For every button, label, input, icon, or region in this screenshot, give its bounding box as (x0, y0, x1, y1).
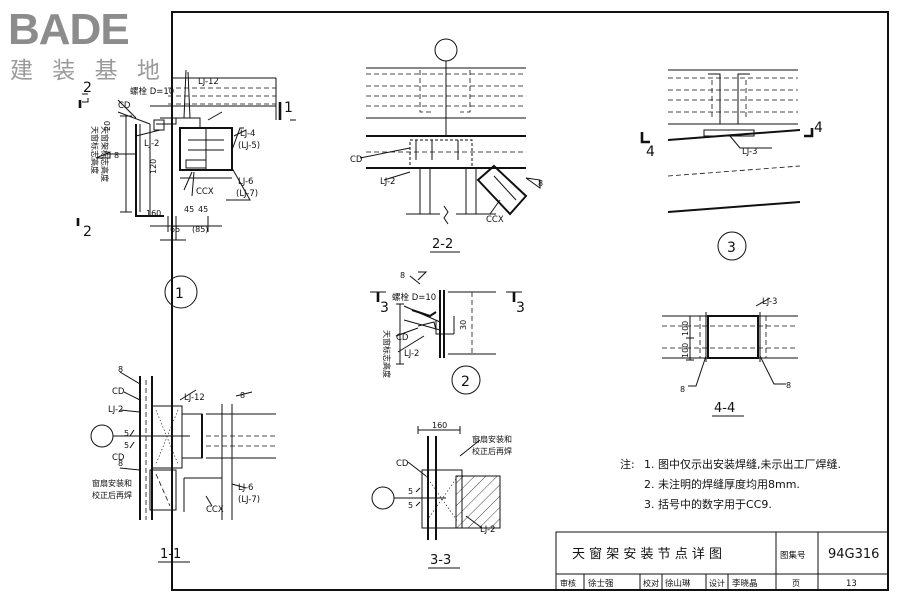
dim-45-a: 45 (184, 205, 194, 214)
design-label: 设计 (709, 578, 725, 588)
check-label: 校对 (643, 578, 659, 588)
lj7-label: (LJ-7) (236, 189, 258, 199)
sheet-border (171, 11, 889, 591)
weld-size-b: 8 (786, 381, 791, 390)
cut-mark-2-bottom: 2 (83, 224, 92, 240)
detail-3-3: 160 CD 5 5 窗扇安装和 校正后再焊 LJ-2 3-3 (371, 421, 512, 569)
dim-120: 120 (149, 159, 158, 174)
lj3-label: LJ-3 (742, 147, 757, 157)
detail-2-2: CD LJ-2 8 CCX 2-2 (350, 38, 543, 253)
cd-label: CD (118, 101, 131, 111)
check-signature: 徐山琳 (665, 578, 691, 589)
page-number: 13 (846, 579, 857, 589)
lj5-label: (LJ-5) (238, 141, 260, 151)
dim-30: 30 (459, 320, 468, 330)
brand-watermark: BADE 建 装 基 地 (8, 5, 166, 84)
field-note-line-1: 窗扇安装和 (472, 434, 512, 444)
dim-65: 65 (170, 225, 180, 234)
section-caption-3-3: 3-3 (430, 553, 451, 568)
field-note-line-1: 窗扇安装和 (92, 478, 132, 488)
lj2-label: LJ-2 (380, 177, 395, 187)
cut-mark-1: 1 (284, 100, 293, 116)
weld-size: 8 (538, 179, 543, 188)
ccx-label: CCX (486, 215, 504, 225)
dim-5-b: 5 (124, 441, 129, 450)
dim-100-b: 100 (681, 343, 690, 358)
dim-5-b: 5 (408, 501, 413, 510)
lj2-label: LJ-2 (404, 349, 419, 359)
vertical-note-1: 天窗架标志高度 (100, 126, 110, 182)
cut-mark-3-right: 3 (516, 300, 525, 316)
dim-5-a: 5 (408, 487, 413, 496)
cd-label-2: CD (112, 453, 125, 463)
general-notes: 注: 1. 图中仅示出安装焊缝,未示出工厂焊缝. 2. 未注明的焊缝厚度均用8m… (620, 457, 841, 511)
cut-mark-2-top: 2 (83, 80, 92, 96)
brand-subtitle: 建 装 基 地 (10, 58, 166, 84)
atlas-label: 图集号 (780, 550, 806, 561)
cd-label: CD (396, 459, 409, 469)
cut-mark-3-left: 3 (380, 300, 389, 316)
weld-size-a: 8 (118, 365, 123, 374)
title-block: 天 窗 架 安 装 节 点 详 图 图集号 94G316 审核 徐士强 校对 徐… (555, 531, 889, 591)
detail-1-1: 8 CD LJ-2 LJ-12 8 5 5 8 CD 窗扇安装和 校正后再焊 L… (90, 365, 276, 563)
section-caption-2-2: 2-2 (432, 237, 453, 252)
weld-size-b: 8 (240, 391, 245, 400)
detail-circle-2: 2 (461, 374, 470, 390)
bolt-label: 螺栓 D=10 (392, 292, 436, 303)
atlas-number: 94G316 (828, 547, 879, 562)
design-signature: 李晓晶 (732, 578, 758, 589)
detail-circle-3: 3 (727, 240, 736, 256)
dim-85: (85) (192, 225, 208, 234)
section-caption-1-1: 1-1 (160, 547, 181, 562)
review-label: 审核 (560, 578, 576, 588)
cd-label: CD (112, 387, 125, 397)
cd-label: CD (350, 155, 363, 165)
lj6-label: LJ-6 (238, 177, 253, 187)
lj7-label: (LJ-7) (238, 495, 260, 505)
detail-2: 3 3 8 螺栓 D=10 30 CD LJ-2 天窗标志高度 2 (370, 271, 525, 395)
vertical-note: 天窗标志高度 (382, 330, 392, 378)
notes-prefix: 注: (620, 457, 635, 471)
lj12-label: LJ-12 (184, 393, 205, 403)
field-note-line-2: 校正后再焊 (472, 446, 512, 456)
lj3-label: LJ-3 (762, 297, 777, 307)
dim-45-b: 45 (198, 205, 208, 214)
note-1: 1. 图中仅示出安装焊缝,未示出工厂焊缝. (644, 457, 841, 471)
lj12-label: LJ-12 (198, 77, 219, 87)
lj2-label: LJ-2 (108, 405, 123, 415)
weld-size-c: 8 (118, 459, 123, 468)
dim-20: 20 (103, 121, 112, 131)
weld-size: 8 (400, 271, 405, 280)
weld-size: 8 (114, 151, 119, 160)
dim-160: 160 (432, 421, 447, 430)
review-signature: 徐士强 (588, 578, 614, 589)
weld-size-a: 8 (680, 385, 685, 394)
detail-4-4: LJ-3 100 100 8 8 4-4 (662, 297, 798, 417)
lj2-label: LJ-2 (480, 525, 495, 535)
brand-name: BADE (8, 5, 129, 54)
dim-5-a: 5 (124, 429, 129, 438)
ccx-label: CCX (206, 505, 224, 515)
vertical-note-2: 天窗标志高度 (90, 126, 100, 174)
lj2-label: LJ-2 (144, 139, 159, 149)
detail-1: 2 2 1 1 螺栓 D=10 LJ-12 CD LJ-2 LJ-4 (LJ-5… (76, 69, 296, 309)
cd-label: CD (396, 333, 409, 343)
note-3: 3. 括号中的数字用于CC9. (644, 497, 772, 511)
cut-mark-4-right: 4 (814, 120, 823, 136)
lj4-label: LJ-4 (240, 129, 255, 139)
detail-3: 4 4 LJ-3 3 (640, 69, 823, 261)
note-2: 2. 未注明的焊缝厚度均用8mm. (644, 477, 800, 491)
section-caption-4-4: 4-4 (714, 401, 735, 416)
ccx-label: CCX (196, 187, 214, 197)
dim-100-a: 100 (681, 321, 690, 336)
dim-160: 160 (146, 209, 161, 218)
drawing-title: 天 窗 架 安 装 节 点 详 图 (572, 546, 722, 562)
cut-mark-4-left: 4 (646, 144, 655, 160)
detail-circle-1: 1 (175, 286, 184, 302)
field-note-line-2: 校正后再焊 (92, 490, 132, 500)
lj6-label: LJ-6 (238, 483, 253, 493)
page-label: 页 (792, 579, 800, 588)
bolt-label: 螺栓 D=10 (130, 86, 174, 97)
